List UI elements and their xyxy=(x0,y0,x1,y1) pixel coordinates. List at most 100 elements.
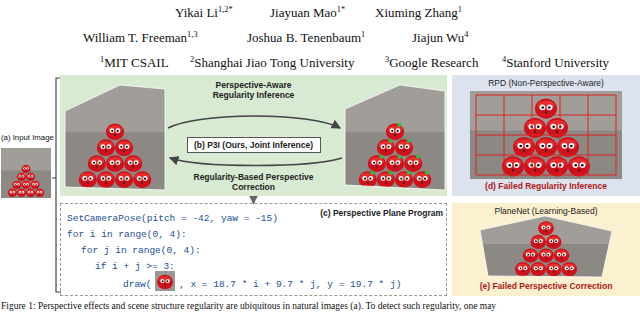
toy-pupil xyxy=(27,168,28,169)
toy-mouth xyxy=(385,182,387,184)
node-illustration xyxy=(452,75,640,196)
toy-pupil xyxy=(547,254,549,256)
photo-ground xyxy=(470,91,622,179)
toy-eye xyxy=(362,176,367,181)
toy-figure xyxy=(404,155,422,172)
toy-eye xyxy=(549,266,553,270)
toy-mouth xyxy=(21,178,23,180)
toy-pupil xyxy=(548,145,551,148)
toy-eye xyxy=(31,191,33,193)
toy-body xyxy=(97,171,115,188)
toy-body xyxy=(546,156,568,176)
toy-body xyxy=(368,155,386,172)
toy-pupil xyxy=(540,267,542,269)
toy-pupil xyxy=(15,184,16,185)
toy-figure xyxy=(531,235,547,249)
toy-highlight xyxy=(537,101,555,110)
toy-pupil xyxy=(102,178,104,180)
toy-body xyxy=(106,155,124,172)
toy-highlight xyxy=(117,173,132,181)
toy-pupil xyxy=(117,130,119,132)
toy-pupil xyxy=(415,162,417,164)
toy-mouth xyxy=(553,271,555,273)
flow-arrow xyxy=(253,196,255,203)
toy-eye xyxy=(529,162,535,168)
toy-pupil xyxy=(378,162,380,164)
toy-body xyxy=(523,248,539,262)
toy-pupil xyxy=(409,162,411,164)
toy-eye xyxy=(19,191,21,193)
toy-eye xyxy=(514,162,520,168)
code-line: if i + j >= 3: xyxy=(95,261,395,272)
toy-body xyxy=(524,156,546,176)
code-line: for j in range(0, 4): xyxy=(81,245,381,256)
affiliation: 2Shanghai Jiao Tong University xyxy=(190,54,354,71)
toy-eye xyxy=(387,176,392,181)
toy-figure xyxy=(386,123,404,140)
toy-mouth xyxy=(376,166,378,168)
toy-eye xyxy=(554,239,558,243)
toy-mouth xyxy=(87,182,89,184)
toy-eye xyxy=(531,253,535,257)
toy-pupil xyxy=(548,106,551,109)
toy-pupil xyxy=(391,130,393,132)
toy-pupil xyxy=(541,106,544,109)
toy-mouth xyxy=(545,230,547,232)
toy-highlight xyxy=(532,264,544,271)
toy-mouth xyxy=(96,166,98,168)
toy-body xyxy=(133,171,151,188)
toy-body xyxy=(35,189,44,197)
toy-pupil xyxy=(84,178,86,180)
toy-pupil xyxy=(129,162,131,164)
toy-eye xyxy=(525,143,531,149)
toy-eye xyxy=(518,266,522,270)
toy-eye xyxy=(37,191,39,193)
toy-highlight xyxy=(540,223,552,230)
toy-pupil xyxy=(20,192,21,193)
toy-eye xyxy=(101,144,106,149)
toy-body xyxy=(12,181,21,189)
toy-eye xyxy=(570,266,574,270)
panel-label: (e) Failed Perspective Correction xyxy=(454,281,638,291)
toy-eye xyxy=(573,162,579,168)
photo xyxy=(1,148,51,198)
toy-mouth xyxy=(114,134,116,136)
toy-highlight xyxy=(537,139,555,148)
toy-highlight xyxy=(99,141,114,149)
toy-highlight xyxy=(108,157,123,165)
toy-pupil xyxy=(540,240,542,242)
toy-body xyxy=(502,156,524,176)
toy-pupil xyxy=(13,192,14,193)
toy-highlight xyxy=(9,190,16,194)
toy-eye xyxy=(562,253,566,257)
toy-eye xyxy=(40,191,42,193)
toy-figure xyxy=(21,181,30,189)
toy-eye xyxy=(534,266,538,270)
toy-pupil xyxy=(552,125,555,128)
toy-body xyxy=(124,155,142,172)
toy-mouth xyxy=(530,257,532,259)
toy-figure xyxy=(12,181,21,189)
toy-pupil xyxy=(558,254,560,256)
toy-body xyxy=(413,171,431,188)
toy-highlight xyxy=(504,158,522,167)
toy-eye xyxy=(417,176,422,181)
toy-figure xyxy=(21,165,30,173)
toy-highlight xyxy=(159,276,172,283)
toy-body xyxy=(97,139,115,156)
photo-ground xyxy=(480,216,612,278)
detection-marker xyxy=(370,171,374,175)
toy-pupil xyxy=(33,184,34,185)
toy-body xyxy=(377,171,395,188)
toy-highlight xyxy=(135,173,150,181)
toy-eye xyxy=(119,176,124,181)
grid-line xyxy=(476,95,616,96)
toy-pupil xyxy=(166,280,168,282)
detection-marker xyxy=(388,171,392,175)
toy-eye xyxy=(23,167,25,169)
toy-figure xyxy=(115,139,133,156)
author-name: Jiayuan Mao1* xyxy=(270,4,345,21)
toy-highlight xyxy=(559,139,577,148)
toy-mouth xyxy=(132,166,134,168)
toy-mouth xyxy=(385,150,387,152)
